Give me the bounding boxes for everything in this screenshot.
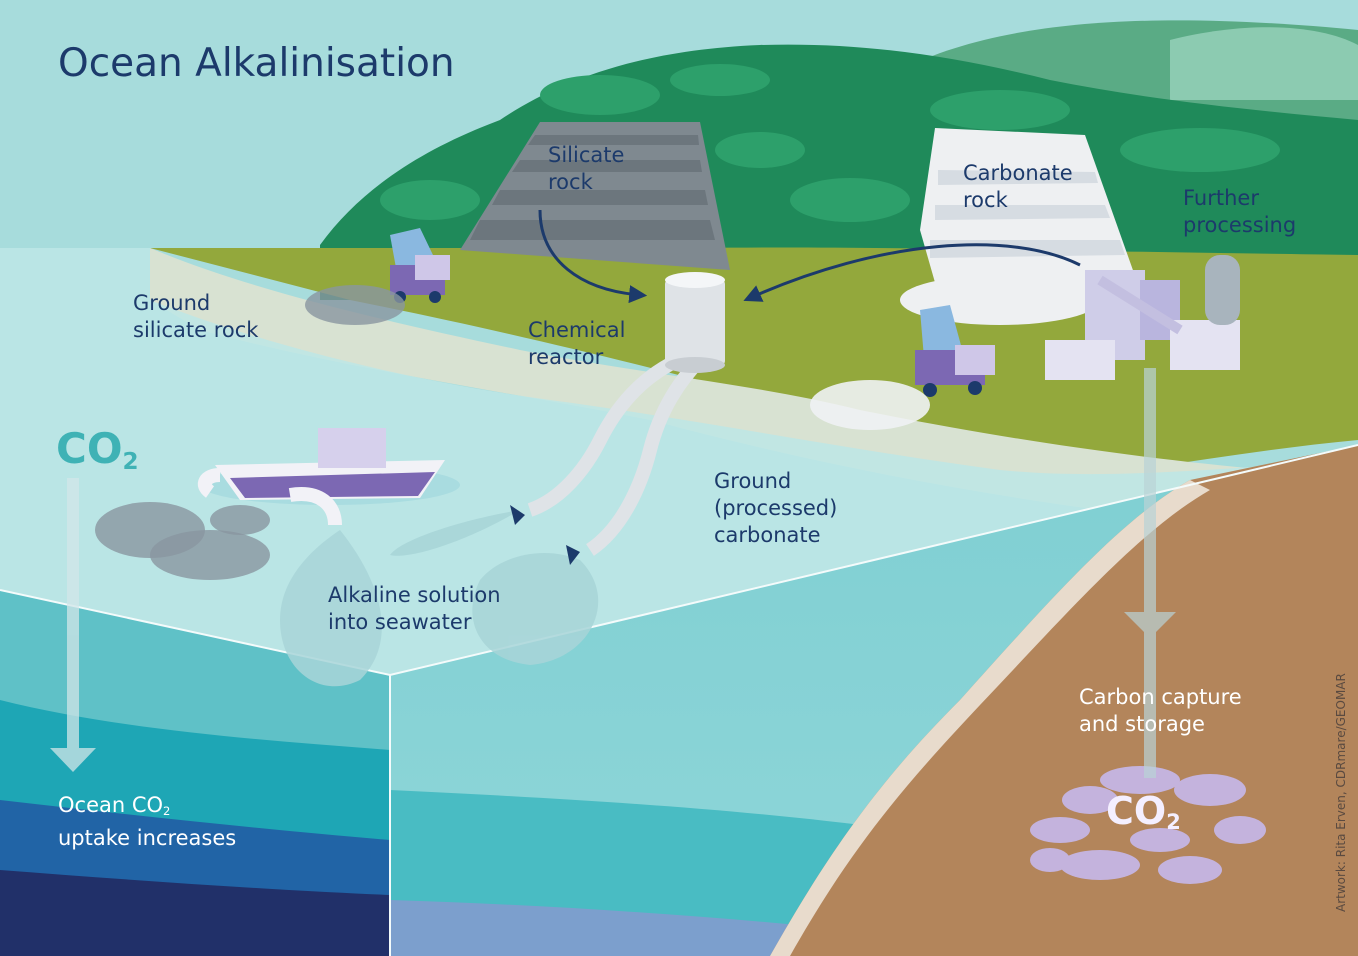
side-band-2 bbox=[390, 900, 850, 956]
label-ground-processed-carbonate-line-3: carbonate bbox=[714, 523, 821, 547]
far-hill bbox=[1170, 27, 1358, 101]
chemical-reactor-unit bbox=[510, 272, 725, 565]
artwork-credit: Artwork: Rita Erven, CDRmare/GEOMAR bbox=[1334, 673, 1348, 912]
sediment-edge bbox=[770, 480, 1210, 956]
label-silicate-rock-line-1: Silicate bbox=[548, 143, 625, 167]
co2-atmosphere-label: CO2 bbox=[56, 424, 139, 475]
tree-clusters bbox=[380, 64, 1280, 222]
label-silicate-rock: Silicate rock bbox=[548, 142, 624, 196]
label-carbonate-rock: Carbonate rock bbox=[963, 160, 1073, 214]
co2-storage-main: CO bbox=[1106, 789, 1167, 833]
label-ocean-uptake: Ocean CO2 uptake increases bbox=[58, 792, 236, 852]
co2-storage-sub: 2 bbox=[1166, 810, 1181, 835]
ship bbox=[197, 428, 460, 526]
label-ground-processed-carbonate-line-2: (processed) bbox=[714, 496, 838, 520]
silicate-quarry bbox=[460, 122, 730, 270]
beach bbox=[150, 248, 1358, 510]
label-ground-silicate-rock: Ground silicate rock bbox=[133, 290, 258, 344]
label-ground-silicate-rock-line-1: Ground bbox=[133, 291, 211, 315]
truck-carbonate bbox=[810, 305, 995, 430]
label-silicate-rock-line-2: rock bbox=[548, 170, 593, 194]
label-ground-processed-carbonate-line-1: Ground bbox=[714, 469, 792, 493]
processing-plant bbox=[1045, 255, 1240, 380]
label-alkaline-solution-line-2: into seawater bbox=[328, 610, 472, 634]
stored-co2-rocks bbox=[1030, 766, 1266, 884]
label-ocean-uptake-line-2: uptake increases bbox=[58, 825, 237, 850]
sediment bbox=[770, 445, 1358, 956]
arrow-silicate-to-reactor bbox=[538, 209, 648, 304]
co2-uptake-arrow bbox=[50, 478, 96, 772]
diagram-title: Ocean Alkalinisation bbox=[58, 41, 455, 86]
label-chemical-reactor-line-2: reactor bbox=[528, 345, 604, 369]
label-chemical-reactor: Chemical reactor bbox=[528, 317, 625, 371]
alkaline-plumes bbox=[280, 510, 599, 687]
co2-atmosphere-sub: 2 bbox=[122, 448, 139, 475]
label-carbon-capture: Carbon capture and storage bbox=[1079, 684, 1242, 738]
label-further-processing-line-1: Further bbox=[1183, 186, 1259, 210]
label-further-processing-line-2: processing bbox=[1183, 213, 1297, 237]
label-alkaline-solution-line-1: Alkaline solution bbox=[328, 583, 501, 607]
ocean-uptake-subscript: 2 bbox=[163, 803, 171, 818]
co2-atmosphere-main: CO bbox=[56, 424, 123, 473]
label-further-processing: Further processing bbox=[1183, 185, 1296, 239]
label-carbon-capture-line-1: Carbon capture bbox=[1079, 685, 1242, 709]
truck-silicate bbox=[305, 228, 450, 325]
co2-storage-label: CO2 bbox=[1106, 789, 1181, 834]
label-carbon-capture-line-2: and storage bbox=[1079, 712, 1205, 736]
silicate-particles bbox=[95, 502, 270, 580]
label-ground-silicate-rock-line-2: silicate rock bbox=[133, 318, 259, 342]
ocean-uptake-prefix: Ocean CO bbox=[58, 793, 164, 817]
arrow-carbonate-to-reactor bbox=[743, 243, 1081, 302]
label-carbonate-rock-line-1: Carbonate bbox=[963, 161, 1073, 185]
label-chemical-reactor-line-1: Chemical bbox=[528, 318, 626, 342]
cross-section-outline bbox=[0, 444, 1358, 956]
storage-arrow bbox=[1124, 368, 1176, 778]
label-carbonate-rock-line-2: rock bbox=[963, 188, 1008, 212]
label-ocean-uptake-line-1: Ocean CO2 bbox=[58, 792, 236, 825]
water-band-3 bbox=[0, 870, 390, 956]
label-alkaline-solution: Alkaline solution into seawater bbox=[328, 582, 501, 636]
label-ground-processed-carbonate: Ground (processed) carbonate bbox=[714, 468, 837, 549]
